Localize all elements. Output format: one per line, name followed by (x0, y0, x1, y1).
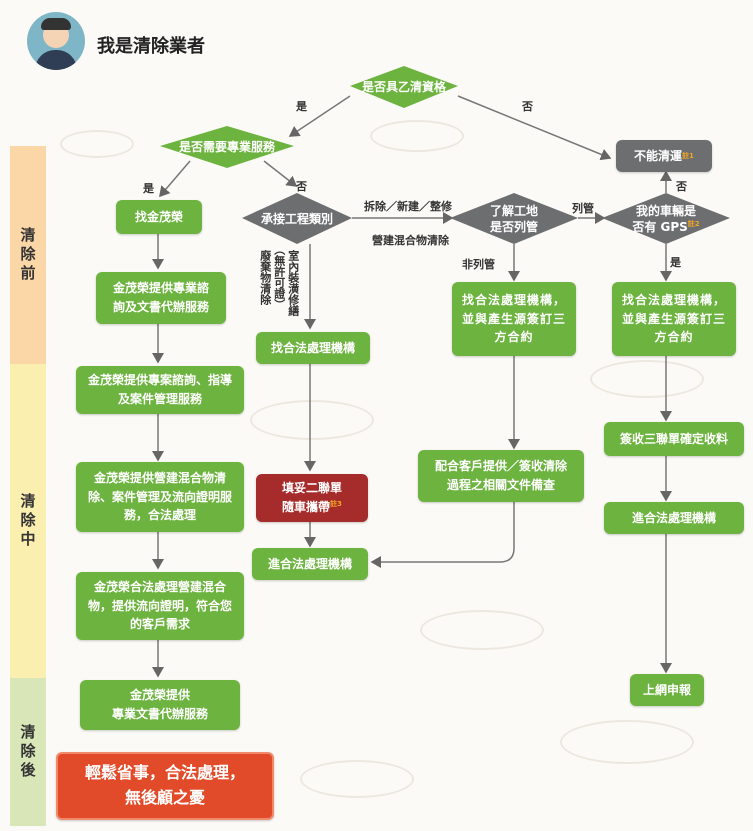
diamond-qualification-label: 是否具乙清資格 (361, 79, 446, 94)
note-3: 註3 (330, 500, 342, 508)
diamond-project-type-label: 承接工程類別 (260, 211, 333, 226)
diamond-professional (160, 126, 294, 168)
box-legal-process: 金茂榮合法處理營建混合物，提供流向證明，符合您的客戶需求 (76, 572, 244, 640)
diamond-gps (602, 193, 730, 244)
cloud-decoration (250, 400, 374, 440)
box-fill-form: 填妥二聯單 隨車攜帶註3 (256, 474, 368, 522)
cloud-decoration (420, 610, 544, 650)
label-yes: 是 (143, 182, 154, 195)
cloud-decoration (370, 120, 464, 152)
box-online-report: 上網申報 (630, 674, 704, 706)
diamond-site-listed-label: 了解工地 是否列管 (489, 203, 538, 234)
diamond-gps-label: 我的車輛是 否有 GPS註2 (632, 203, 700, 234)
label-no: 否 (676, 180, 687, 193)
box-provide-clear: 金茂榮提供營建混合物清除、案件管理及流向證明服務，合法處理 (76, 462, 244, 532)
phase-before: 清除前 (10, 146, 46, 364)
box-enter-legal-mid: 進合法處理機構 (252, 548, 368, 580)
box-enter-legal-right: 進合法處理機構 (604, 502, 744, 534)
avatar (27, 12, 85, 70)
label-yes: 是 (296, 100, 307, 113)
cloud-decoration (300, 760, 414, 798)
box-find-legal-contract-a: 找合法處理機構，並與產生源簽訂三方合約 (452, 282, 576, 356)
label-no: 否 (522, 100, 533, 113)
label-interior: 室內裝潢修繕 (286, 250, 300, 316)
cloud-decoration (60, 130, 134, 158)
box-consult-guide: 金茂榮提供專案諮詢、指導及案件管理服務 (76, 366, 244, 414)
note-1: 註1 (682, 151, 694, 160)
note-2: 註2 (687, 220, 700, 228)
label-demolish: 拆除／新建／整修 (364, 200, 452, 213)
label-no: 否 (296, 180, 307, 193)
phase-during: 清除中 (10, 364, 46, 678)
diamond-qualification (350, 66, 458, 108)
label-yes: 是 (670, 256, 681, 269)
label-listed: 列管 (572, 202, 594, 215)
box-find-legal-mid: 找合法處理機構 (256, 332, 370, 364)
label-mixed-clear: 營建混合物清除 (372, 234, 449, 247)
box-sign-form: 簽收三聯單確定收料 (604, 422, 744, 456)
phase-after: 清除後 (10, 678, 46, 826)
label-no-permit: （無許可證） (272, 244, 286, 310)
box-find-jinmaorong: 找金茂榮 (116, 200, 202, 234)
diamond-project-type (242, 193, 352, 244)
box-cannot-clear: 不能清運註1 (616, 140, 712, 172)
cloud-decoration (560, 720, 694, 764)
box-consult-docs: 金茂榮提供專業諮詢及文書代辦服務 (96, 272, 226, 324)
box-find-legal-contract-b: 找合法處理機構，並與產生源簽訂三方合約 (612, 282, 736, 356)
label-waste-clear: 廢棄物清除 (258, 250, 272, 305)
box-doc-service: 金茂榮提供 專業文書代辦服務 (80, 680, 240, 730)
cloud-decoration (590, 360, 704, 398)
diamond-professional-label: 是否需要專業服務 (178, 139, 275, 154)
box-coordinate-docs: 配合客戶提供／簽收清除過程之相關文件備查 (418, 450, 584, 502)
diamond-site-listed (450, 193, 578, 244)
page-title: 我是清除業者 (97, 36, 205, 57)
slogan-box: 輕鬆省事，合法處理， 無後顧之憂 (56, 752, 274, 820)
label-not-listed: 非列管 (462, 258, 495, 271)
